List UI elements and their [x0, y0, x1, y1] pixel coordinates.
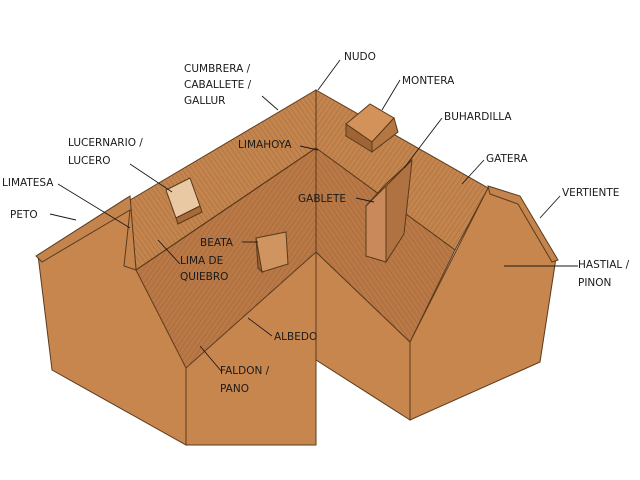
label-cumbrera-2: CABALLETE / [184, 79, 252, 91]
label-hastial-1: HASTIAL / [578, 259, 630, 271]
label-vertiente: VERTIENTE [562, 187, 619, 199]
label-albedo: ALBEDO [274, 331, 317, 343]
label-limatesa: LIMATESA [2, 177, 54, 189]
label-lucernario-2: LUCERO [68, 155, 111, 167]
label-gablete: GABLETE [298, 193, 346, 205]
valley-line [135, 147, 317, 271]
label-cumbrera-3: GALLUR [184, 95, 225, 107]
label-buhardilla: BUHARDILLA [444, 111, 512, 123]
leader-lines [49, 59, 578, 373]
label-hastial-2: PINON [578, 277, 611, 289]
label-gatera: GATERA [486, 153, 528, 165]
right-verge [487, 185, 559, 263]
roof-main-slope-hatch [130, 90, 316, 270]
label-nudo: NUDO [344, 51, 376, 63]
label-lucernario-1: LUCERNARIO / [68, 137, 143, 149]
label-lima-quiebro-2: QUIEBRO [180, 271, 228, 283]
beata-element [255, 231, 289, 274]
montera-element [345, 103, 399, 154]
label-cumbrera-1: CUMBRERA / [184, 63, 251, 75]
label-limahoya: LIMAHOYA [238, 139, 292, 151]
skylight [165, 177, 203, 225]
left-verge [35, 195, 137, 271]
roof-front-slope-hatch [136, 148, 316, 368]
label-faldon-1: FALDON / [220, 365, 270, 377]
label-faldon-2: PANO [220, 383, 249, 395]
label-beata: BEATA [200, 237, 234, 249]
label-peto: PETO [10, 209, 38, 221]
gablete-element [365, 158, 413, 264]
diagram-labels: CUMBRERA / CABALLETE / GALLUR NUDO MONTE… [2, 51, 630, 395]
label-montera: MONTERA [402, 75, 455, 87]
label-lima-quiebro-1: LIMA DE [180, 255, 223, 267]
